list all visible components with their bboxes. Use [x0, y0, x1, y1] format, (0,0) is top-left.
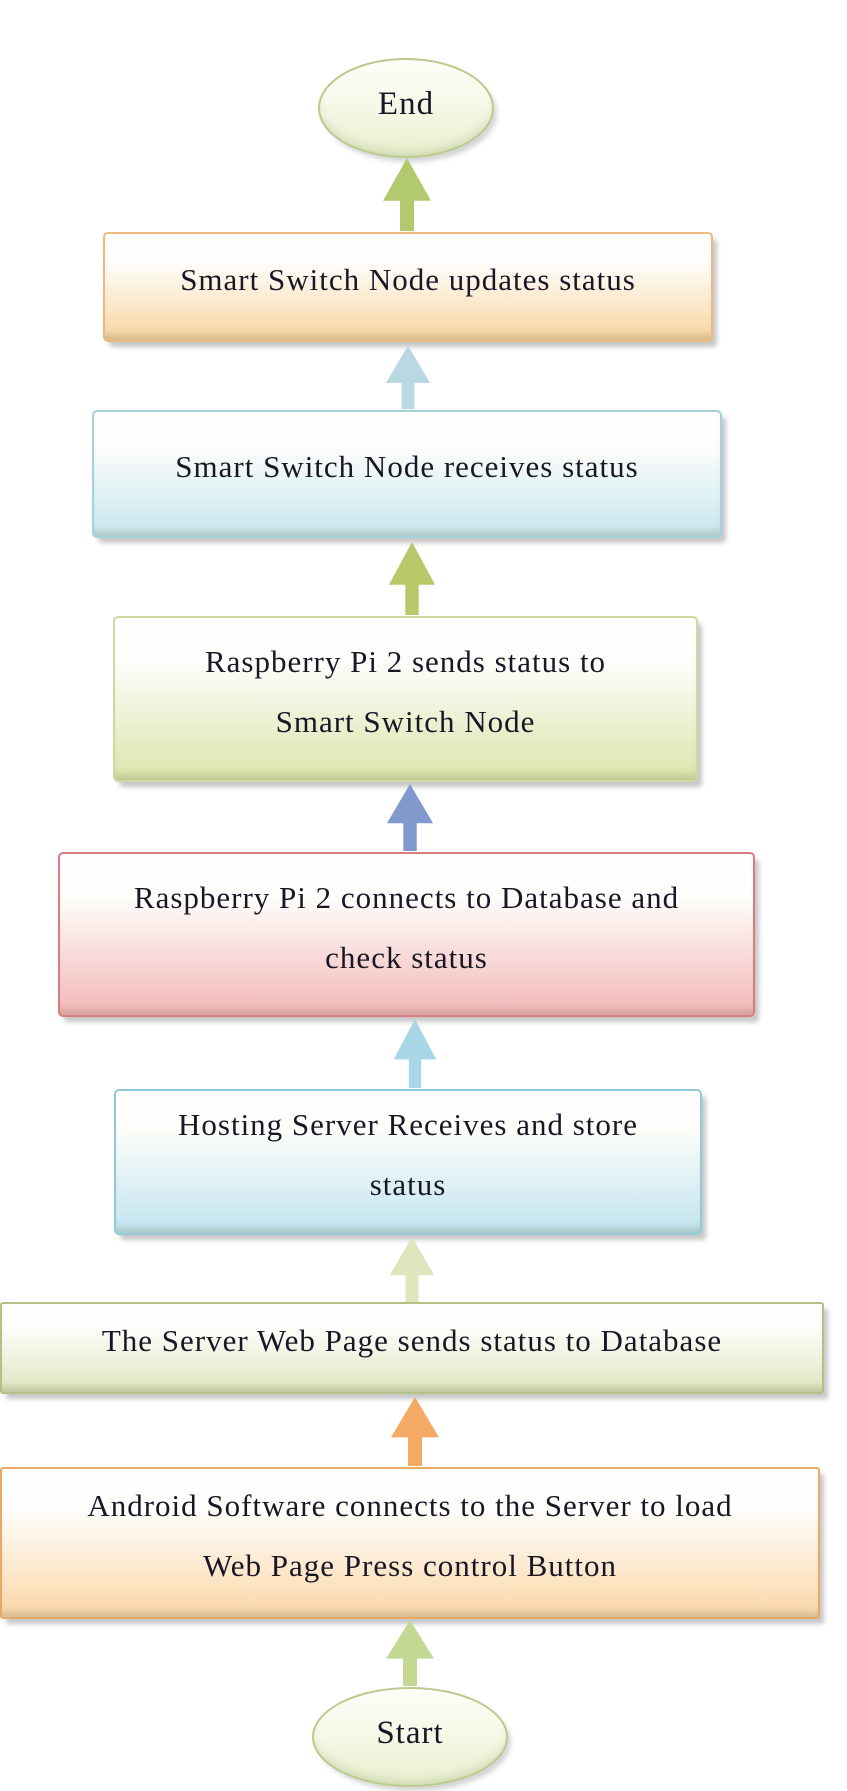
node-hosting-server: Hosting Server Receives and store status: [114, 1089, 702, 1235]
node-smart-switch-receives: Smart Switch Node receives status: [92, 410, 722, 538]
node-android-software: Android Software connects to the Server …: [0, 1467, 820, 1619]
up-arrow-icon: [384, 1619, 436, 1687]
node-label: Smart Switch Node updates status: [180, 262, 636, 297]
node-label-line-1: Raspberry Pi 2 connects to Database and: [133, 879, 680, 915]
node-end: End: [318, 58, 494, 158]
up-arrow-icon: [381, 157, 433, 232]
node-label: Smart Switch Node receives status: [175, 449, 639, 484]
up-arrow-icon: [389, 1396, 441, 1467]
up-arrow-icon: [392, 1018, 438, 1089]
node-label-line-1: Raspberry Pi 2 sends status to: [204, 644, 607, 679]
up-arrow-icon: [387, 541, 437, 616]
node-label-line-1: Android Software connects to the Server …: [87, 1488, 733, 1523]
up-arrow-icon: [384, 345, 432, 410]
node-label-line-2: Smart Switch Node: [275, 704, 536, 739]
node-start: Start: [312, 1687, 508, 1787]
up-arrow-icon: [388, 1236, 436, 1303]
node-raspberry-pi-connects: Raspberry Pi 2 connects to Database and …: [58, 852, 755, 1017]
node-label-line-1: Hosting Server Receives and store: [178, 1107, 638, 1142]
node-label: End: [377, 85, 435, 122]
node-label: The Server Web Page sends status to Data…: [101, 1323, 723, 1358]
node-server-web-page: The Server Web Page sends status to Data…: [0, 1302, 824, 1394]
node-label: Start: [376, 1714, 444, 1751]
node-raspberry-pi-sends: Raspberry Pi 2 sends status to Smart Swi…: [113, 616, 698, 782]
node-smart-switch-updates: Smart Switch Node updates status: [103, 232, 713, 342]
node-label-line-2: status: [369, 1167, 447, 1202]
up-arrow-icon: [385, 783, 435, 852]
node-label-line-2: check status: [325, 939, 488, 975]
node-label-line-2: Web Page Press control Button: [203, 1548, 617, 1583]
